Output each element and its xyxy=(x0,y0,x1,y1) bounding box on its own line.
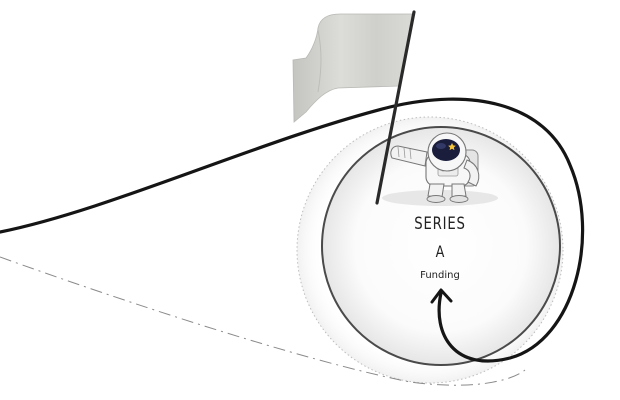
astronaut-icon xyxy=(390,132,480,203)
curved-arrow-icon xyxy=(430,288,453,304)
trajectory-dashed-line xyxy=(0,256,526,386)
funding-label: Funding xyxy=(420,270,460,281)
growth-loop-line xyxy=(0,97,585,363)
series-label: SERIES xyxy=(414,214,466,234)
series-letter-label: A xyxy=(435,242,445,261)
white-flag-icon xyxy=(292,10,416,205)
